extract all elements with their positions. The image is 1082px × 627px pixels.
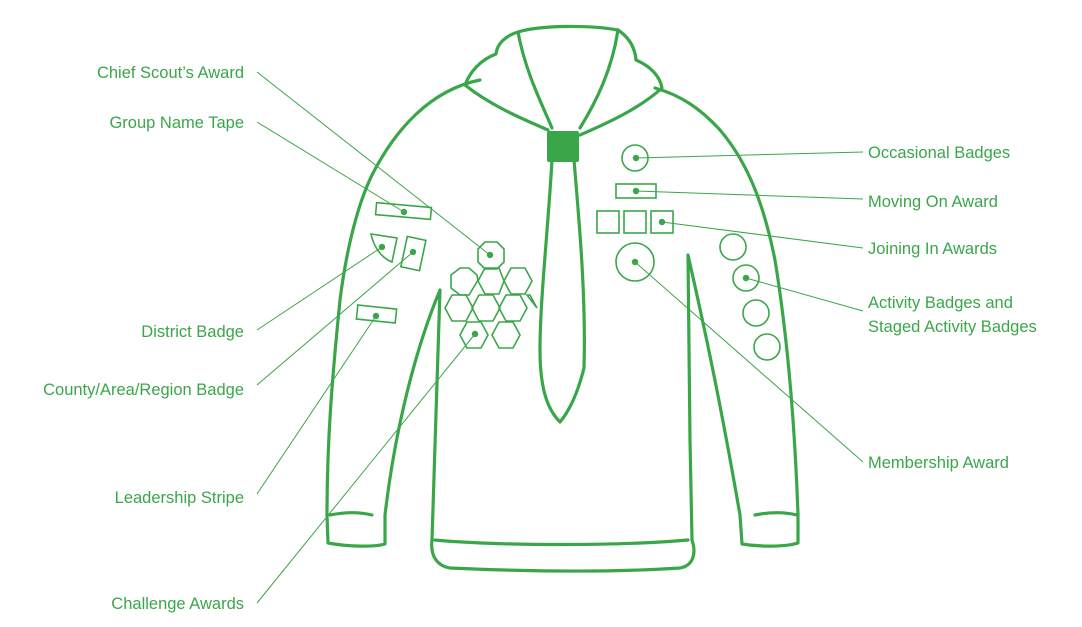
label-challenge-awards: Challenge Awards [111, 595, 244, 613]
right-badges [596, 144, 781, 361]
label-district-badge: District Badge [141, 323, 244, 341]
joining-in-award [623, 210, 647, 234]
label-moving-on-award: Moving On Award [868, 193, 998, 211]
challenge-hex [459, 321, 489, 349]
challenge-hex [503, 267, 533, 295]
label-membership-award: Membership Award [868, 454, 1009, 472]
woggle [547, 131, 579, 162]
label-activity-badges-line2: Staged Activity Badges [868, 318, 1037, 336]
left-badges [355, 201, 433, 324]
label-leadership-stripe: Leadership Stripe [115, 489, 244, 507]
challenge-hex [491, 321, 521, 349]
challenge-hex [498, 294, 528, 322]
activity-badge [732, 264, 760, 292]
label-group-name-tape: Group Name Tape [109, 114, 244, 132]
hexagon-cluster [444, 241, 538, 349]
activity-badge [719, 233, 747, 261]
challenge-hex [444, 294, 474, 322]
joining-in-award [596, 210, 620, 234]
label-county-area-region-badge: County/Area/Region Badge [43, 381, 244, 399]
sweater-outline [325, 24, 800, 573]
challenge-hex [471, 294, 501, 322]
label-joining-in-awards: Joining In Awards [868, 240, 997, 258]
challenge-hex [450, 267, 479, 296]
leadership-stripe-badge [355, 304, 398, 324]
leader-lines [256, 71, 864, 604]
label-chief-scouts-award: Chief Scout’s Award [97, 64, 244, 82]
label-activity-badges-line1: Activity Badges and [868, 294, 1013, 312]
district-badge-shape [369, 233, 398, 264]
chief-scouts-award-hex [477, 241, 505, 270]
leader-dots [372, 154, 750, 338]
membership-award-badge [615, 242, 655, 282]
challenge-hex [525, 294, 538, 309]
moving-on-award [615, 183, 657, 199]
activity-badge [753, 333, 781, 361]
county-area-region-badge [399, 235, 427, 272]
challenge-hex [477, 267, 505, 295]
activity-badge [742, 299, 770, 327]
joining-in-award [650, 210, 674, 234]
label-occasional-badges: Occasional Badges [868, 144, 1010, 162]
group-name-tape [374, 201, 433, 221]
